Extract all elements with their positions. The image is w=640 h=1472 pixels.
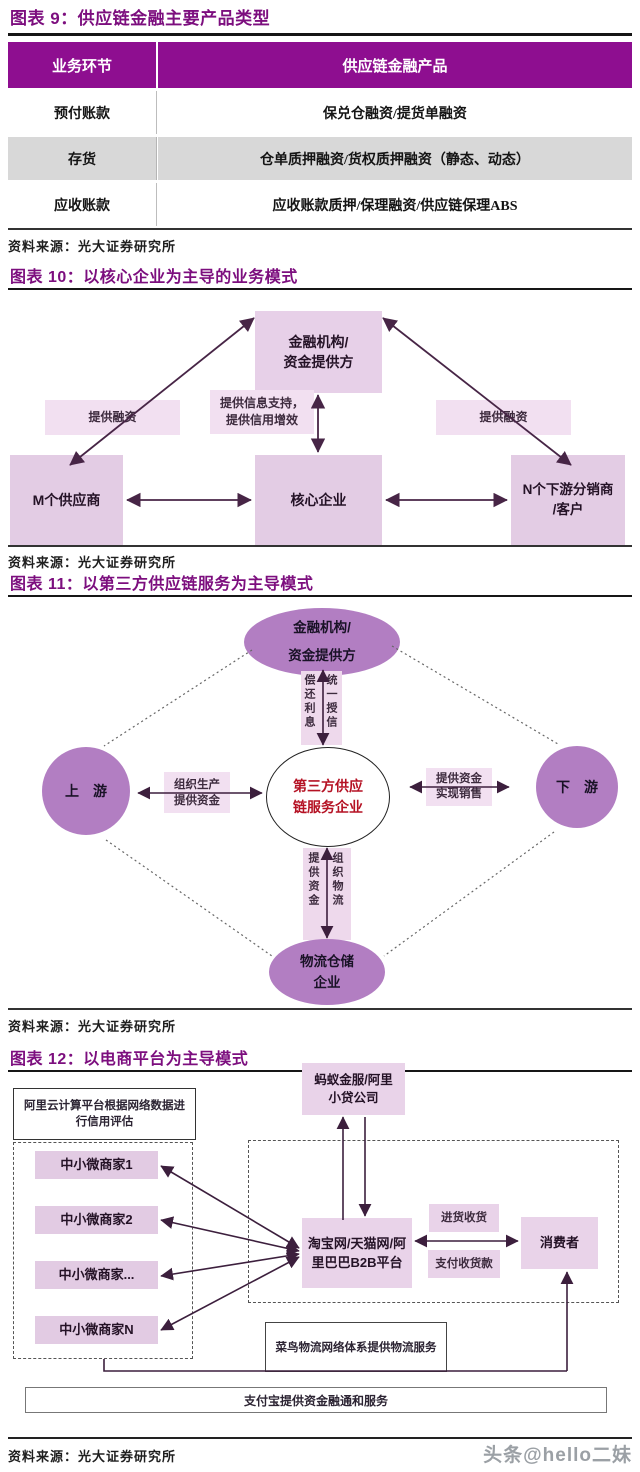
figure10-source: 资料来源：光大证券研究所 xyxy=(8,555,177,570)
node-line: 蚂蚁金服/阿里 xyxy=(314,1073,393,1087)
node-line: 里巴巴B2B平台 xyxy=(311,1255,403,1270)
node-financial-institution: 金融机构/ 资金提供方 xyxy=(255,311,382,393)
node-taobao-platform: 淘宝网/天猫网/阿 里巴巴B2B平台 xyxy=(302,1218,412,1288)
table-row2-cell1: 存货 xyxy=(8,137,157,180)
watermark-toutiao: 头条@hello二妹 xyxy=(483,1445,632,1466)
label-line: 提供信息支持， xyxy=(219,396,304,410)
node-third-party-provider: 第三方供应 链服务企业 xyxy=(266,747,390,847)
node-consumer: 消费者 xyxy=(521,1217,598,1269)
note-line: 行信用评估 xyxy=(75,1116,134,1128)
divider xyxy=(8,228,632,230)
node-line: 企业 xyxy=(313,975,341,990)
label-provide-funds-sales: 提供资金 实现销售 xyxy=(426,768,492,806)
table-row1-cell1: 预付账款 xyxy=(8,91,157,134)
node-line: 物流仓储 xyxy=(300,954,354,969)
label-organize-production: 组织生产 提供资金 xyxy=(164,772,230,813)
figure9-source: 资料来源：光大证券研究所 xyxy=(8,239,177,254)
node-merchant-etc: 中小微商家... xyxy=(35,1261,158,1289)
node-line: /客户 xyxy=(552,502,584,517)
label-line: 组织生产 xyxy=(174,778,220,791)
dotted-upstream-logistics xyxy=(105,839,273,957)
figure11-source: 资料来源：光大证券研究所 xyxy=(8,1019,177,1034)
node-core-enterprise: 核心企业 xyxy=(255,455,382,545)
dotted-downstream-logistics xyxy=(383,831,555,957)
node-merchant-1: 中小微商家1 xyxy=(35,1151,158,1179)
note-line: 阿里云计算平台根据网络数据进 xyxy=(24,1100,185,1112)
node-suppliers: M个供应商 xyxy=(10,455,123,545)
node-line: 金融机构/ xyxy=(288,334,349,350)
node-financial-institution: 金融机构/ 资金提供方 xyxy=(244,608,400,676)
table-row1-cell2: 保兑仓融资/提货单融资 xyxy=(158,91,632,134)
label-repay-interest: 偿还利息 xyxy=(303,674,315,730)
node-line: 链服务企业 xyxy=(293,799,363,815)
figure12-title: 图表 12：以电商平台为主导模式 xyxy=(10,1051,249,1068)
note-alipay-services: 支付宝提供资金融通和服务 xyxy=(25,1387,607,1413)
label-line: 提供信用增效 xyxy=(225,413,298,427)
node-line: 小贷公司 xyxy=(328,1091,379,1105)
node-downstream: 下 游 xyxy=(536,746,618,828)
figure12-source: 资料来源：光大证券研究所 xyxy=(8,1449,177,1464)
label-pay-for-goods: 支付收货款 xyxy=(428,1250,500,1278)
node-line: N个下游分销商 xyxy=(522,482,614,497)
node-line: 金融机构/ xyxy=(293,620,351,635)
note-cainiao-logistics: 菜鸟物流网络体系提供物流服务 xyxy=(265,1322,447,1372)
node-line: 第三方供应 xyxy=(293,778,363,794)
arrow-distributor-bank xyxy=(382,317,572,466)
label-provide-financing-left: 提供融资 xyxy=(45,400,180,435)
label-line: 实现销售 xyxy=(436,788,482,800)
node-upstream: 上 游 xyxy=(42,747,130,835)
node-merchant-2: 中小微商家2 xyxy=(35,1206,158,1234)
figure9-title: 图表 9：供应链金融主要产品类型 xyxy=(10,9,271,28)
label-provide-funds: 提供资金 xyxy=(307,852,319,908)
label-line: 提供资金 xyxy=(174,794,220,807)
divider xyxy=(8,545,632,547)
label-provide-financing-right: 提供融资 xyxy=(436,400,571,435)
node-logistics-warehouse: 物流仓储 企业 xyxy=(269,939,385,1005)
node-ant-financial: 蚂蚁金服/阿里 小贷公司 xyxy=(302,1063,405,1115)
figure11-title: 图表 11：以第三方供应链服务为主导模式 xyxy=(10,576,314,593)
table-header-col2: 供应链金融产品 xyxy=(158,42,632,88)
table-header-col1: 业务环节 xyxy=(8,42,158,88)
node-distributors: N个下游分销商 /客户 xyxy=(511,455,625,545)
divider xyxy=(8,595,632,597)
dotted-bank-downstream xyxy=(391,645,559,745)
label-line: 提供资金 xyxy=(436,773,482,785)
node-line: 资金提供方 xyxy=(288,648,356,663)
label-purchase-receive: 进货收货 xyxy=(429,1204,499,1232)
divider xyxy=(8,33,632,36)
figure10-title: 图表 10：以核心企业为主导的业务模式 xyxy=(10,269,298,286)
dotted-bank-upstream xyxy=(103,649,253,747)
table-row3-cell2: 应收账款质押/保理融资/供应链保理ABS xyxy=(158,183,632,226)
node-line: 资金提供方 xyxy=(283,354,354,370)
label-information-support: 提供信息支持， 提供信用增效 xyxy=(210,390,314,434)
divider xyxy=(8,1437,632,1439)
table-row3-cell1: 应收账款 xyxy=(8,183,157,226)
divider xyxy=(8,1008,632,1010)
divider xyxy=(8,288,632,290)
label-organize-logistics: 组织物流 xyxy=(331,852,343,908)
node-merchant-n: 中小微商家N xyxy=(35,1316,158,1344)
note-aliyun-credit-evaluation: 阿里云计算平台根据网络数据进 行信用评估 xyxy=(13,1088,196,1140)
table-row2-cell2: 仓单质押融资/货权质押融资（静态、动态） xyxy=(158,137,632,180)
label-unified-credit: 统一授信 xyxy=(325,674,337,730)
node-line: 淘宝网/天猫网/阿 xyxy=(307,1236,407,1251)
